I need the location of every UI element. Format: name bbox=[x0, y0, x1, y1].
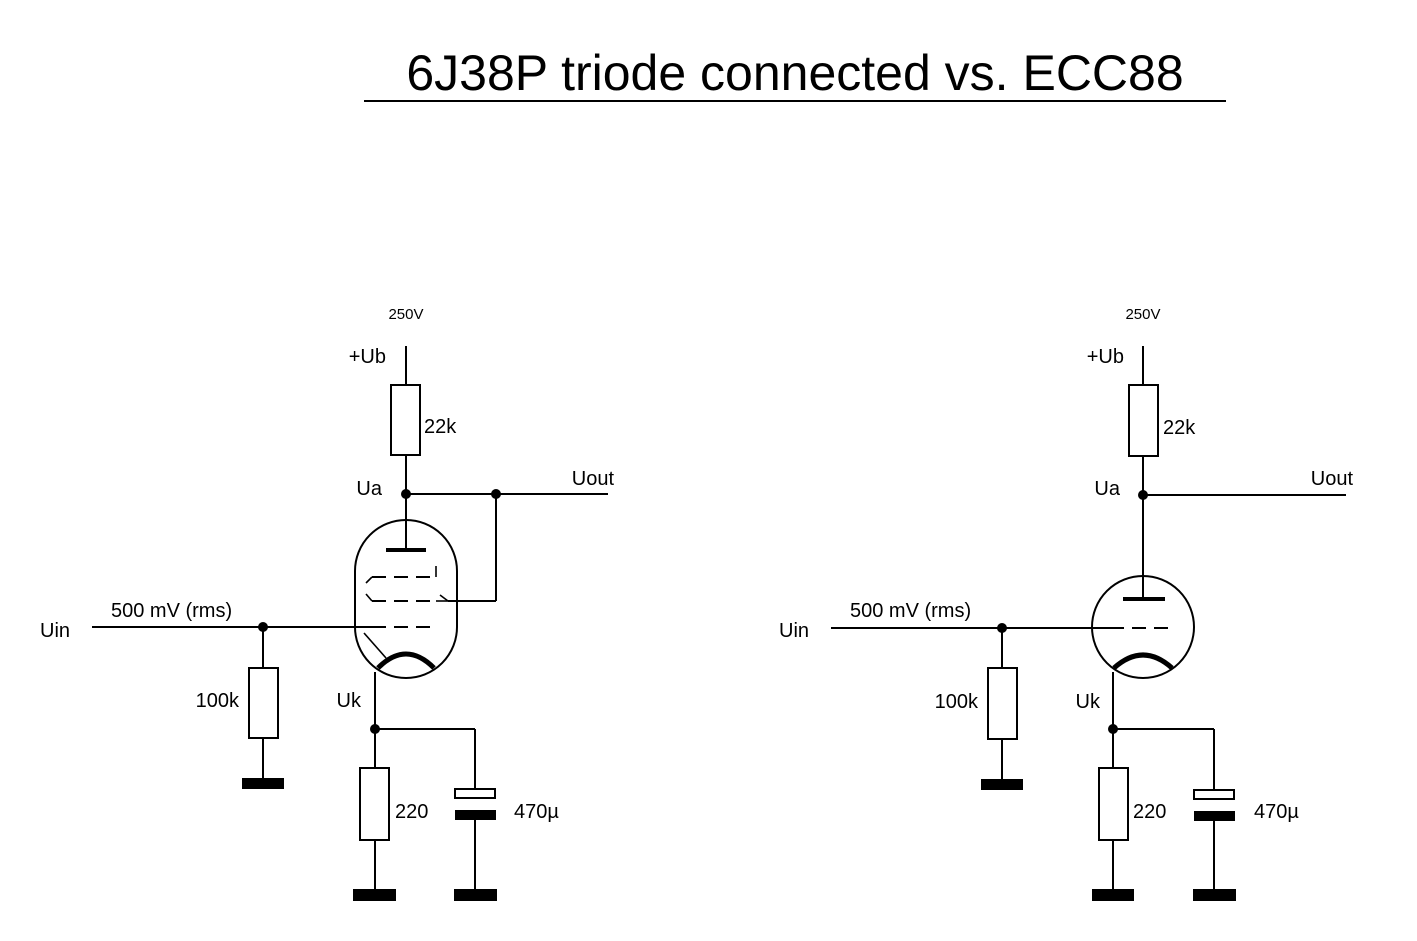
right-capacitor-plate-negative bbox=[1194, 811, 1235, 821]
left-circuit: 250V +Ub 22k Ua Uout Uin bbox=[40, 306, 614, 901]
left-grid-resistor bbox=[248, 667, 279, 739]
diagram-title: 6J38P triode connected vs. ECC88 bbox=[406, 45, 1183, 101]
right-grid-resistor bbox=[987, 667, 1018, 740]
right-input-signal: 500 mV (rms) bbox=[850, 600, 971, 622]
left-cathode-suppressor-link bbox=[363, 632, 387, 659]
left-pentode-envelope bbox=[354, 519, 458, 679]
left-cathode-resistor-value: 220 bbox=[395, 801, 428, 823]
left-suppressor-link bbox=[365, 576, 373, 584]
left-screen-grid-link bbox=[365, 593, 373, 602]
right-supply-voltage: 250V bbox=[1125, 306, 1160, 323]
left-anode-resistor bbox=[390, 384, 421, 456]
right-anode-resistor-value: 22k bbox=[1163, 417, 1196, 439]
left-cathode-node-label: Uk bbox=[337, 690, 362, 712]
left-capacitor-plate-negative bbox=[455, 810, 496, 820]
right-grid-resistor-value: 100k bbox=[935, 691, 979, 713]
left-anode-resistor-value: 22k bbox=[424, 416, 457, 438]
left-screen-grid-tick bbox=[439, 594, 449, 602]
left-cathode-resistor bbox=[359, 767, 390, 841]
right-input-label: Uin bbox=[779, 620, 809, 642]
left-capacitor-ground bbox=[454, 889, 497, 901]
right-capacitor-plate-positive bbox=[1193, 789, 1235, 800]
left-grid-resistor-value: 100k bbox=[196, 690, 240, 712]
left-anode-junction bbox=[401, 489, 411, 499]
right-circuit: 250V +Ub 22k Ua Uout Uin 500 mV (rms) 10… bbox=[779, 306, 1353, 901]
right-grid-ground bbox=[981, 779, 1023, 790]
left-pentode-cathode bbox=[376, 651, 436, 670]
right-triode-cathode bbox=[1112, 652, 1174, 670]
left-supply-voltage: 250V bbox=[388, 306, 423, 323]
left-capacitor-value: 470µ bbox=[514, 801, 559, 823]
right-anode-junction bbox=[1138, 490, 1148, 500]
right-capacitor-ground bbox=[1193, 889, 1236, 901]
left-supply-label: +Ub bbox=[349, 346, 386, 368]
left-capacitor-plate-positive bbox=[454, 788, 496, 799]
left-output-label: Uout bbox=[572, 468, 615, 490]
right-anode-node-label: Ua bbox=[1094, 478, 1120, 500]
right-cathode-resistor-value: 220 bbox=[1133, 801, 1166, 823]
right-cathode-resistor bbox=[1098, 767, 1129, 841]
left-anode-node-label: Ua bbox=[356, 478, 382, 500]
left-input-label: Uin bbox=[40, 620, 70, 642]
right-cathode-node-label: Uk bbox=[1076, 691, 1101, 713]
left-input-signal: 500 mV (rms) bbox=[111, 600, 232, 622]
left-cathode-resistor-ground bbox=[353, 889, 396, 901]
left-grid-ground bbox=[242, 778, 284, 789]
right-cathode-resistor-ground bbox=[1092, 889, 1134, 901]
right-capacitor-value: 470µ bbox=[1254, 801, 1299, 823]
right-supply-label: +Ub bbox=[1087, 346, 1124, 368]
right-output-label: Uout bbox=[1311, 468, 1354, 490]
right-anode-resistor bbox=[1128, 384, 1159, 457]
